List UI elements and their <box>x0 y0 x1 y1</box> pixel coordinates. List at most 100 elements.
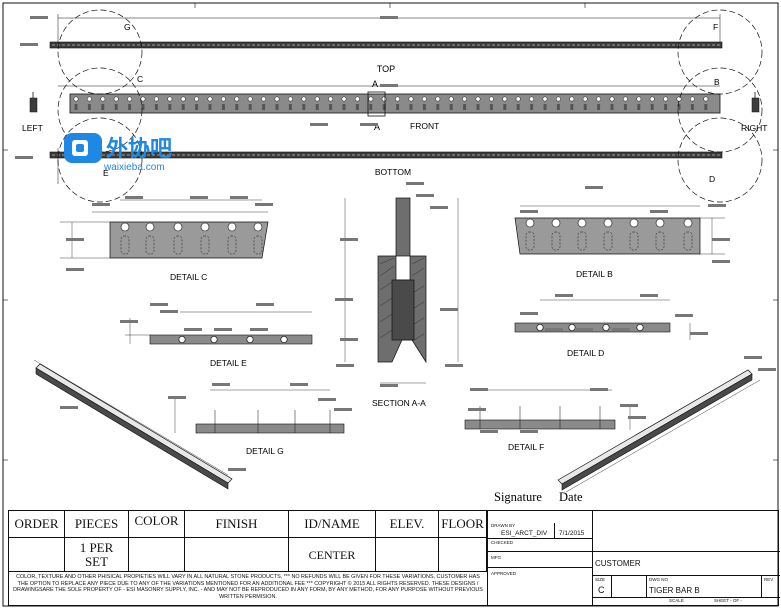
row-divider-1 <box>487 538 592 539</box>
detail-b-slot <box>525 231 535 251</box>
front-slot <box>114 104 118 110</box>
front-slot <box>101 104 105 110</box>
dimension-label-mark <box>120 320 138 323</box>
front-slot <box>543 104 547 110</box>
dimension-label-mark <box>406 182 424 185</box>
front-hole <box>596 96 602 102</box>
detail-e-label: DETAIL E <box>210 358 247 368</box>
dimension-label-mark <box>575 328 593 331</box>
front-hole <box>448 96 454 102</box>
dimension-label-mark <box>468 408 486 411</box>
front-slot <box>315 104 319 110</box>
detail-b-label: DETAIL B <box>576 269 613 279</box>
front-hole <box>622 96 628 102</box>
front-hole <box>475 96 481 102</box>
front-slot <box>369 104 373 110</box>
front-slot <box>409 104 413 110</box>
front-hole <box>488 96 494 102</box>
dimension-label-mark <box>214 328 232 331</box>
dimension-label-mark <box>520 312 538 315</box>
customer-label: CUSTOMER <box>595 559 641 568</box>
detail-b-hole <box>655 218 665 228</box>
front-hole <box>555 96 561 102</box>
dimension-label-mark <box>66 268 84 271</box>
dimension-label-mark <box>640 294 658 297</box>
front-slot <box>154 104 158 110</box>
front-slot <box>422 104 426 110</box>
dimension-label-mark <box>712 238 730 241</box>
front-hole <box>274 96 280 102</box>
detail-b-hole <box>551 218 561 228</box>
value-order <box>9 538 65 572</box>
front-hole <box>663 96 669 102</box>
detail-c-slot <box>120 235 130 255</box>
front-hole <box>462 96 468 102</box>
dimension-label-mark <box>416 194 434 197</box>
detail-b-slot <box>655 231 665 251</box>
front-hole <box>194 96 200 102</box>
front-hole <box>247 96 253 102</box>
signature-label: Signature <box>494 490 542 504</box>
row-divider-2 <box>487 551 592 552</box>
dwg-no-label: DWG NO <box>649 577 668 582</box>
front-hole <box>220 96 226 102</box>
detail-e-hole <box>178 335 186 344</box>
front-slot <box>690 104 694 110</box>
front-slot <box>302 104 306 110</box>
dimension-label-mark <box>690 332 708 335</box>
dimension-label-mark <box>480 430 498 433</box>
dimension-label-mark <box>190 196 208 199</box>
watermark-brand: 外协吧 <box>106 136 172 162</box>
front-slot <box>288 104 292 110</box>
row-divider-3 <box>487 567 592 568</box>
front-hole <box>435 96 441 102</box>
front-hole <box>287 96 293 102</box>
dimension-label-mark <box>20 43 38 46</box>
dimension-label-mark <box>758 368 776 371</box>
detail-b-slot <box>577 231 587 251</box>
date-label: Date <box>559 490 583 504</box>
detail-d-hole <box>536 323 544 332</box>
dimension-label-mark <box>250 328 268 331</box>
drawn-by-label: DRAWN BY <box>491 523 516 528</box>
dimension-label-mark <box>184 328 202 331</box>
value-finish <box>185 538 289 572</box>
front-slot <box>168 104 172 110</box>
detail-e-hole <box>280 335 288 344</box>
front-hole <box>689 96 695 102</box>
detail-g-ticks <box>214 410 331 433</box>
customer-top-line <box>592 551 780 552</box>
detail-d-hole <box>602 323 610 332</box>
detail-b-slot <box>551 231 561 251</box>
dimension-label-mark <box>628 416 646 419</box>
detail-b-hole <box>603 218 613 228</box>
top-view-label: TOP <box>377 64 395 74</box>
dimension-label-mark <box>30 16 48 19</box>
date-divider <box>554 523 555 538</box>
dimension-label-mark <box>555 294 573 297</box>
front-slot <box>74 104 78 110</box>
front-slot <box>342 104 346 110</box>
front-hole <box>234 96 240 102</box>
value-elev <box>376 538 439 572</box>
checked-label: CHECKED <box>491 540 514 545</box>
front-slot <box>181 104 185 110</box>
front-slot <box>396 104 400 110</box>
dimension-label-mark <box>520 210 538 213</box>
zone-letter-d: D <box>709 174 715 184</box>
zone-letter-f: F <box>713 22 718 32</box>
detail-b-hole <box>629 218 639 228</box>
front-slot <box>221 104 225 110</box>
front-hole <box>609 96 615 102</box>
detail-circles <box>57 9 763 203</box>
front-hole <box>140 96 146 102</box>
header-color: COLOR <box>129 511 185 538</box>
detail-b-holes <box>525 218 693 251</box>
detail-c-hole <box>145 222 155 232</box>
front-hole <box>86 96 92 102</box>
front-hole <box>73 96 79 102</box>
dimension-label-mark <box>340 338 358 341</box>
header-elev: ELEV. <box>376 511 439 538</box>
left-end-view <box>29 92 38 113</box>
dimension-label-mark <box>290 383 308 386</box>
